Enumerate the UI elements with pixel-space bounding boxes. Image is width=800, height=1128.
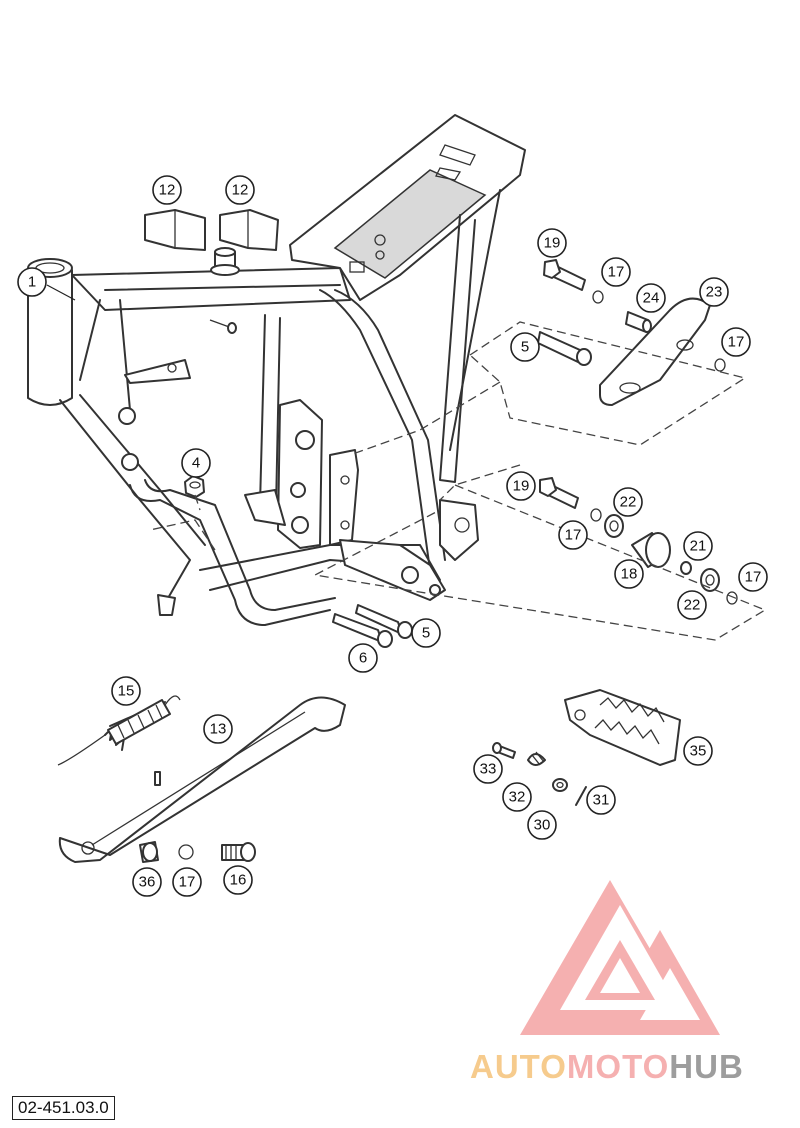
part-17-washer-b: [714, 358, 726, 372]
svg-text:5: 5: [422, 625, 430, 642]
callout-5-lower: 5: [411, 618, 441, 648]
svg-text:12: 12: [232, 182, 249, 199]
part-17-washer-d: [726, 591, 738, 605]
callout-1: 1: [17, 267, 47, 297]
svg-text:16: 16: [230, 872, 247, 889]
callout-22-b: 22: [677, 590, 707, 620]
svg-text:15: 15: [118, 683, 135, 700]
svg-text:17: 17: [608, 264, 625, 281]
part-19-bolt-mid: [539, 477, 579, 509]
callout-30: 30: [527, 810, 557, 840]
leader-lines: [46, 284, 76, 301]
logo-text-hub: HUB: [669, 1048, 744, 1085]
callout-17-c: 17: [558, 520, 588, 550]
svg-text:24: 24: [643, 290, 660, 307]
callout-13: 13: [203, 714, 233, 744]
svg-text:12: 12: [159, 182, 176, 199]
part-4-nut: [184, 475, 205, 498]
callout-33: 33: [473, 754, 503, 784]
part-17-washer-e: [178, 844, 194, 860]
callout-19-upper: 19: [537, 228, 567, 258]
part-12-pad-left: [144, 209, 206, 251]
part-33-pin: [492, 742, 516, 759]
svg-text:31: 31: [593, 792, 610, 809]
part-19-bolt-upper: [543, 259, 586, 291]
svg-text:35: 35: [690, 743, 707, 760]
callout-17-d: 17: [738, 562, 768, 592]
part-18-roller: [631, 532, 671, 568]
part-6-bolt: [332, 613, 393, 648]
svg-text:17: 17: [728, 334, 745, 351]
callout-31: 31: [586, 785, 616, 815]
assembly-lines: [149, 321, 767, 641]
logo-text-auto: AUTO: [470, 1048, 567, 1085]
callout-19-mid: 19: [506, 471, 536, 501]
part-17-washer-a: [592, 290, 604, 304]
part-13-side-stand: [58, 696, 346, 863]
svg-text:18: 18: [621, 566, 638, 583]
part-31-cotter-pin: [575, 786, 587, 806]
callout-21: 21: [683, 531, 713, 561]
callout-22-a: 22: [613, 487, 643, 517]
svg-text:36: 36: [139, 874, 156, 891]
svg-text:32: 32: [509, 789, 526, 806]
callout-36: 36: [132, 867, 162, 897]
callout-15: 15: [111, 676, 141, 706]
svg-text:33: 33: [480, 761, 497, 778]
svg-text:21: 21: [690, 538, 707, 555]
main-frame: [27, 114, 526, 626]
svg-text:22: 22: [684, 597, 701, 614]
part-21-spacer: [680, 561, 692, 575]
svg-text:13: 13: [210, 721, 227, 738]
part-30-washer: [552, 778, 568, 792]
svg-text:30: 30: [534, 817, 551, 834]
callout-6: 6: [348, 643, 378, 673]
diagram-reference-code: 02-451.03.0: [12, 1096, 115, 1120]
callout-18: 18: [614, 559, 644, 589]
part-17-washer-c: [590, 508, 602, 522]
svg-text:AUTOMOTOHUB: AUTOMOTOHUB: [470, 1048, 744, 1085]
part-36-bush: [139, 841, 159, 863]
svg-text:22: 22: [620, 494, 637, 511]
svg-text:19: 19: [513, 478, 530, 495]
part-5-bolt-lower: [355, 604, 413, 639]
part-15-spring: [57, 695, 181, 766]
part-5-bolt-upper: [537, 331, 592, 366]
svg-text:6: 6: [359, 650, 367, 667]
callout-24: 24: [636, 283, 666, 313]
svg-text:17: 17: [745, 569, 762, 586]
callout-17-b: 17: [721, 327, 751, 357]
callout-12-right: 12: [225, 175, 255, 205]
part-16-bolt: [221, 842, 256, 862]
svg-text:19: 19: [544, 235, 561, 252]
part-32-spring: [527, 751, 546, 766]
callout-12-left: 12: [152, 175, 182, 205]
callout-16: 16: [223, 865, 253, 895]
part-23-bracket: [599, 297, 711, 406]
part-22-bush-a: [604, 514, 624, 538]
logo-text-moto: MOTO: [567, 1048, 669, 1085]
svg-text:23: 23: [706, 284, 723, 301]
part-24-sleeve: [625, 311, 652, 333]
callout-17-e: 17: [172, 867, 202, 897]
svg-text:17: 17: [179, 874, 196, 891]
part-35-footrest: [564, 689, 681, 766]
callout-4: 4: [181, 448, 211, 478]
svg-text:17: 17: [565, 527, 582, 544]
svg-text:1: 1: [28, 274, 36, 291]
callout-5-upper: 5: [510, 332, 540, 362]
callout-17-a: 17: [601, 257, 631, 287]
svg-text:4: 4: [192, 455, 200, 472]
part-12-pad-right: [219, 209, 279, 251]
svg-text:5: 5: [521, 339, 529, 356]
callout-35: 35: [683, 736, 713, 766]
automotohub-logo: AUTOMOTOHUB: [470, 880, 744, 1085]
callout-23: 23: [699, 277, 729, 307]
callout-32: 32: [502, 782, 532, 812]
